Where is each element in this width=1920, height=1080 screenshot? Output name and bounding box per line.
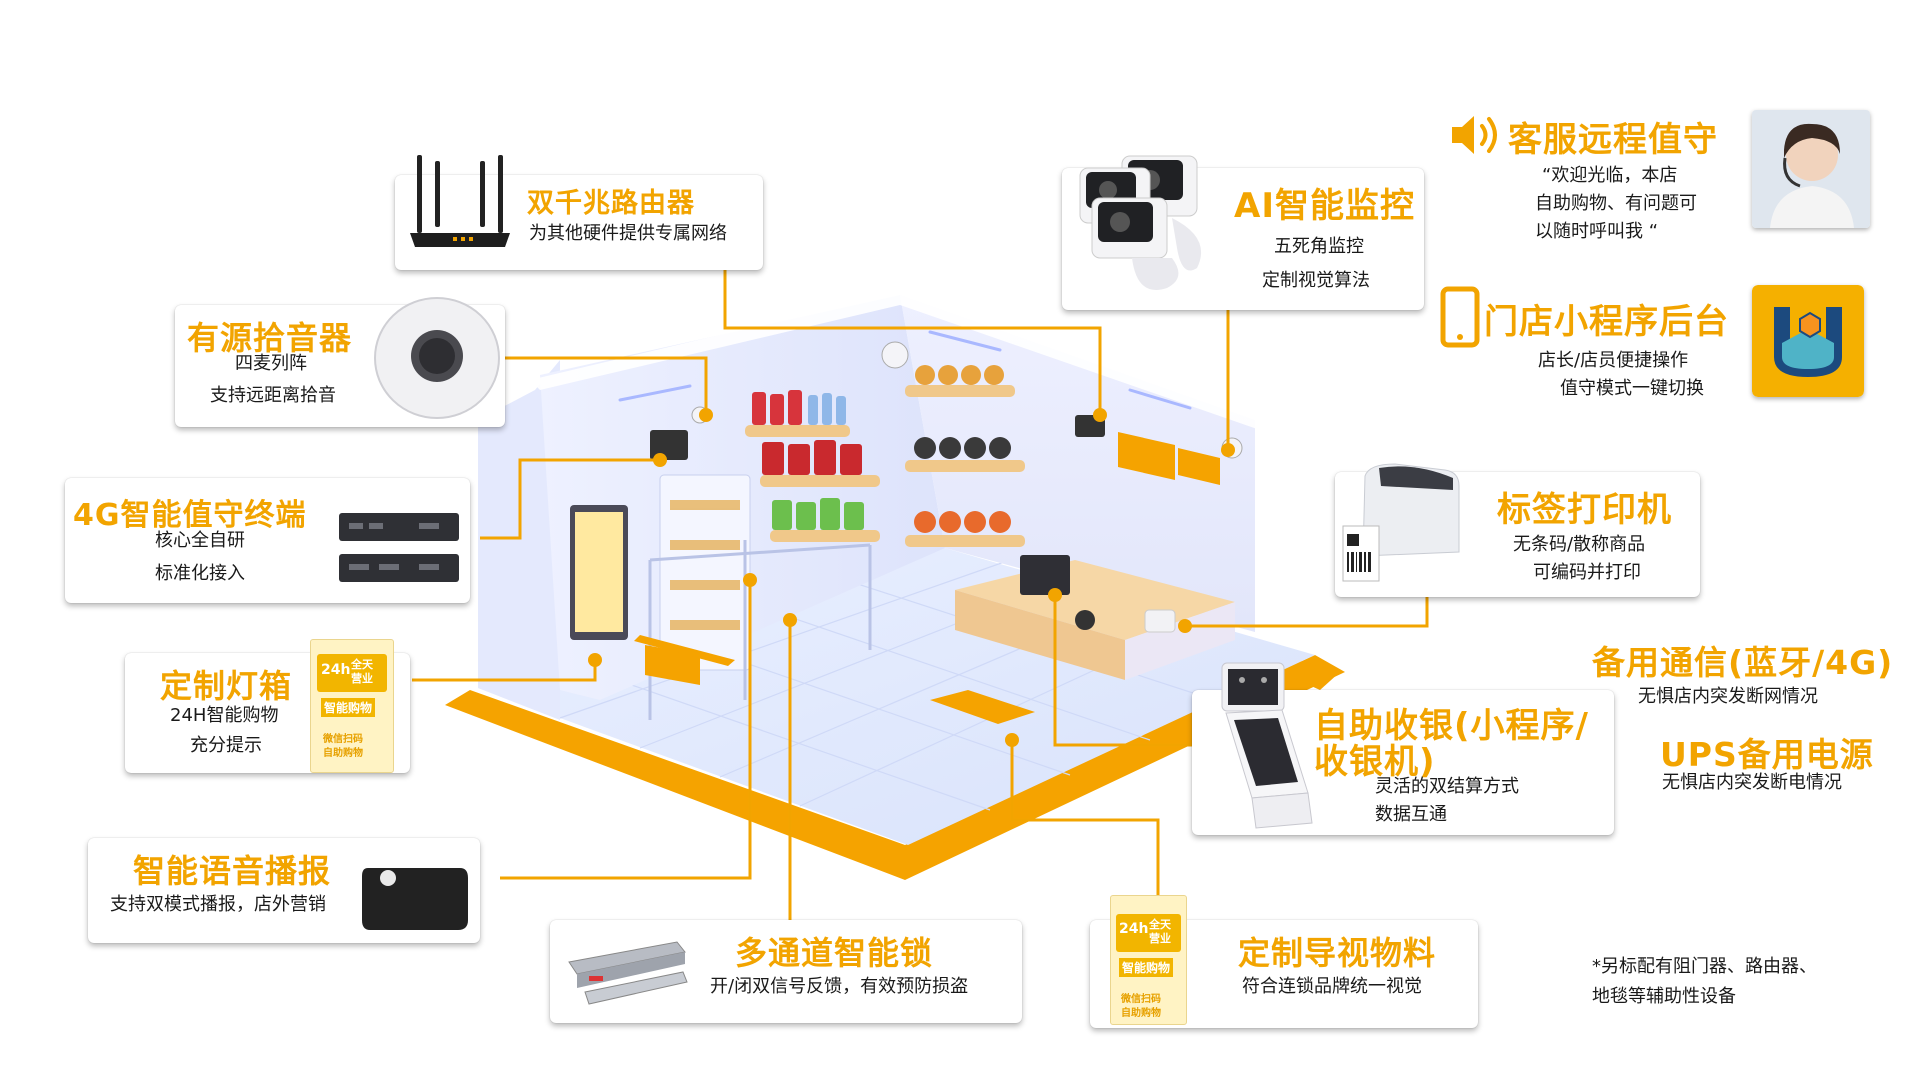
router-icon <box>410 155 510 247</box>
terminal-card: 4G智能值守终端 核心全自研 标准化接入 <box>65 478 470 603</box>
miniapp-title: 门店小程序后台 <box>1484 302 1729 342</box>
printer-title: 标签打印机 <box>1497 490 1672 530</box>
monitor-title: AI智能监控 <box>1234 186 1415 226</box>
miniapp-desc-1: 店长/店员便捷操作 <box>1538 350 1689 371</box>
material-poster-24h: 24h <box>1119 921 1149 937</box>
terminal-title: 4G智能值守终端 <box>73 498 307 533</box>
material-poster: 24h 全天 营业 智能购物 微信扫码 自助购物 <box>1110 895 1187 1025</box>
material-poster-self: 自助购物 <box>1121 1008 1161 1019</box>
magnetic-lock-icon <box>568 941 688 1005</box>
miniapp-logo-icon <box>1752 285 1864 397</box>
pickup-desc-1: 四麦列阵 <box>235 353 307 374</box>
note-line-1: *另标配有阻门器、路由器、 <box>1592 956 1817 977</box>
phone-icon <box>1440 286 1480 348</box>
voice-desc: 支持双模式播报，店外营销 <box>110 894 326 915</box>
monitor-desc-2: 定制视觉算法 <box>1262 270 1370 291</box>
material-poster-scan: 微信扫码 <box>1121 994 1161 1005</box>
pickup-title: 有源拾音器 <box>187 319 353 357</box>
lightbox-desc-2: 充分提示 <box>190 735 262 756</box>
poster-24h: 24h <box>321 662 351 678</box>
label-printer-icon <box>1342 463 1460 582</box>
monitor-card: AI智能监控 五死角监控 定制视觉算法 <box>1062 155 1424 310</box>
service-desc-1: “欢迎光临，本店 <box>1542 165 1678 186</box>
voice-card: 智能语音播报 支持双模式播报，店外营销 <box>88 838 480 943</box>
router-title: 双千兆路由器 <box>527 188 695 219</box>
service-desc-2: 自助购物、有问题可 <box>1535 193 1697 214</box>
camera-icon <box>1079 155 1202 290</box>
material-poster-smart: 智能购物 <box>1119 958 1174 977</box>
service-desc-3: 以随时呼叫我 “ <box>1535 221 1659 242</box>
speaker-box-icon <box>362 868 468 930</box>
checkout-title-2: 收银机) <box>1314 742 1436 782</box>
lightbox-title: 定制灯箱 <box>160 667 293 705</box>
note-line-2: 地毯等辅助性设备 <box>1592 986 1736 1007</box>
backup-desc: 无惧店内突发断网情况 <box>1638 686 1818 707</box>
lock-desc: 开/闭双信号反馈，有效预防损盗 <box>710 976 969 997</box>
agent-avatar <box>1752 110 1870 228</box>
lightbox-card: 定制灯箱 24H智能购物 充分提示 24h 全天 营业 智能购物 微信扫码 自助… <box>125 639 410 773</box>
ups-desc: 无惧店内突发断电情况 <box>1662 772 1842 793</box>
poster-scan: 微信扫码 <box>323 734 363 745</box>
voice-title: 智能语音播报 <box>133 852 332 890</box>
printer-card: 标签打印机 无条码/散称商品 可编码并打印 <box>1335 463 1700 597</box>
router-desc: 为其他硬件提供专属网络 <box>529 223 727 244</box>
printer-desc-2: 可编码并打印 <box>1533 562 1641 583</box>
terminal-desc-2: 标准化接入 <box>155 563 245 584</box>
material-poster-open: 营业 <box>1149 932 1171 945</box>
backup-title: 备用通信(蓝牙/4G) <box>1592 643 1894 682</box>
speaker-icon <box>1452 116 1497 154</box>
poster-smart: 智能购物 <box>321 698 376 717</box>
self-checkout-icon <box>1221 662 1313 829</box>
lock-card: 多通道智能锁 开/闭双信号反馈，有效预防损盗 <box>550 920 1022 1023</box>
monitor-desc-1: 五死角监控 <box>1274 236 1364 257</box>
checkout-desc-2: 数据互通 <box>1375 804 1447 825</box>
checkout-desc-1: 灵活的双结算方式 <box>1375 776 1519 797</box>
lightbox-poster: 24h 全天 营业 智能购物 微信扫码 自助购物 <box>310 639 394 773</box>
pickup-card: 有源拾音器 四麦列阵 支持远距离拾音 <box>175 297 505 427</box>
poster-open: 营业 <box>351 672 373 685</box>
lock-title: 多通道智能锁 <box>735 934 934 972</box>
checkout-card: 自助收银(小程序/ 收银机) 灵活的双结算方式 数据互通 <box>1192 662 1614 835</box>
material-title: 定制导视物料 <box>1238 934 1437 972</box>
router-card: 双千兆路由器 为其他硬件提供专属网络 <box>395 155 763 270</box>
material-poster-allday: 全天 <box>1149 918 1171 931</box>
material-card: 24h 全天 营业 智能购物 微信扫码 自助购物 定制导视物料 符合连锁品牌统一… <box>1090 895 1478 1028</box>
terminal-box-icon <box>339 513 459 582</box>
poster-allday: 全天 <box>351 658 373 671</box>
printer-desc-1: 无条码/散称商品 <box>1513 534 1646 555</box>
poster-self: 自助购物 <box>323 748 363 759</box>
checkout-title-1: 自助收银(小程序/ <box>1314 706 1589 746</box>
ups-title: UPS备用电源 <box>1660 735 1874 774</box>
microphone-pickup-icon <box>374 297 500 419</box>
pickup-desc-2: 支持远距离拾音 <box>210 385 336 406</box>
terminal-desc-1: 核心全自研 <box>155 530 245 551</box>
material-desc: 符合连锁品牌统一视觉 <box>1242 976 1422 997</box>
lightbox-desc-1: 24H智能购物 <box>170 705 279 726</box>
floor-base-right <box>1280 658 1340 690</box>
miniapp-desc-2: 值守模式一键切换 <box>1560 378 1704 399</box>
service-title: 客服远程值守 <box>1508 120 1718 160</box>
